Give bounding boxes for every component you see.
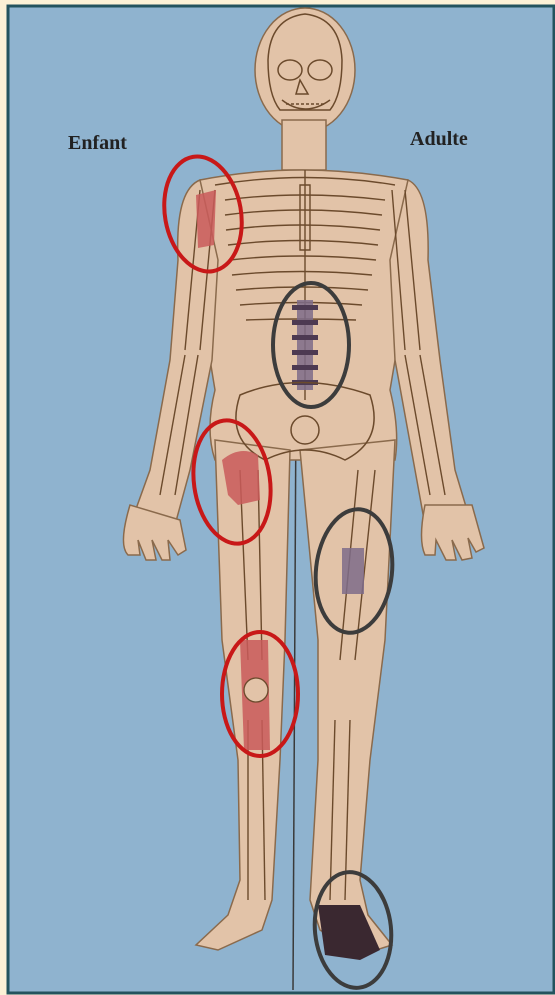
shoulder-highlight [196, 190, 216, 248]
adult-label: Adulte [410, 128, 468, 151]
spine-highlight [297, 300, 313, 390]
femur-highlight [342, 548, 364, 594]
kneecap [244, 678, 268, 702]
child-label: Enfant [68, 132, 127, 155]
